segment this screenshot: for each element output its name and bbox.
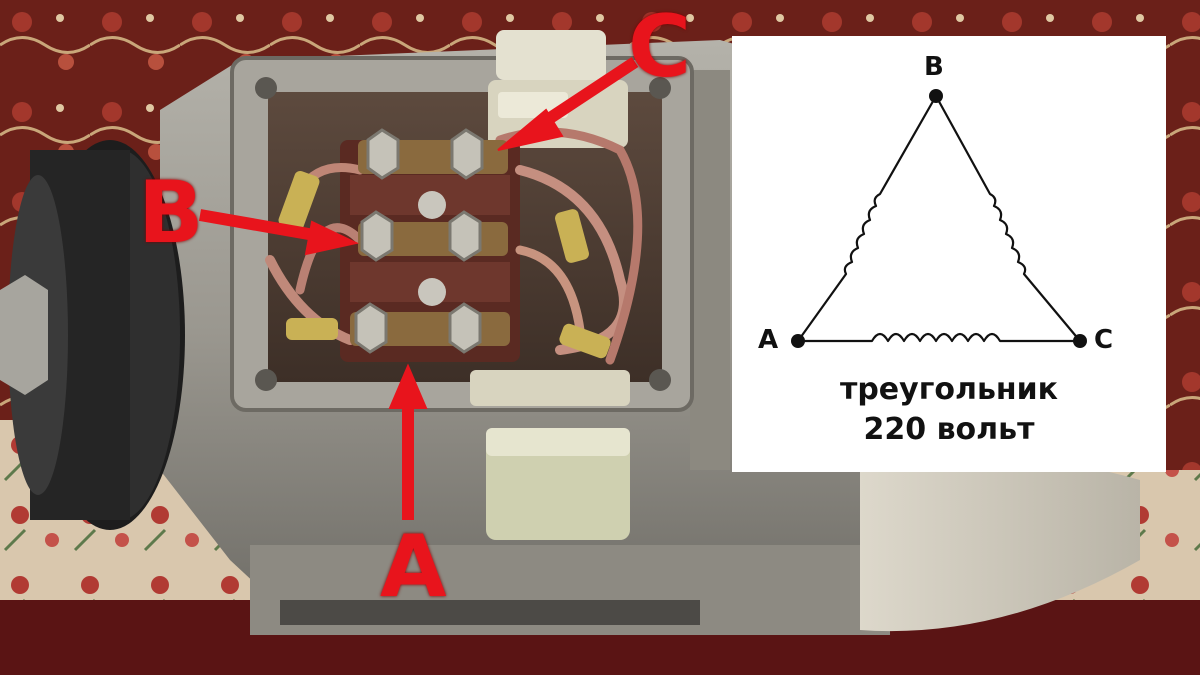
caption-line-2: 220 вольт bbox=[863, 412, 1035, 447]
delta-diagram-panel: B A C треугольник 220 вольт bbox=[732, 36, 1166, 472]
diagram-caption: треугольник 220 вольт bbox=[732, 370, 1166, 450]
node-c-dot bbox=[1073, 334, 1087, 348]
node-b-dot bbox=[929, 89, 943, 103]
label-a: A bbox=[380, 517, 447, 617]
winding-ab bbox=[797, 95, 937, 342]
label-c: C bbox=[628, 0, 692, 97]
node-label-a: A bbox=[758, 325, 779, 355]
caption-line-1: треугольник bbox=[839, 372, 1059, 407]
delta-winding-diagram bbox=[791, 89, 1087, 348]
winding-bc bbox=[935, 95, 1081, 342]
node-a-dot bbox=[791, 334, 805, 348]
node-label-b: B bbox=[924, 52, 944, 82]
winding-ac bbox=[798, 332, 1080, 343]
node-label-c: C bbox=[1094, 325, 1114, 355]
label-b: B bbox=[138, 163, 204, 263]
